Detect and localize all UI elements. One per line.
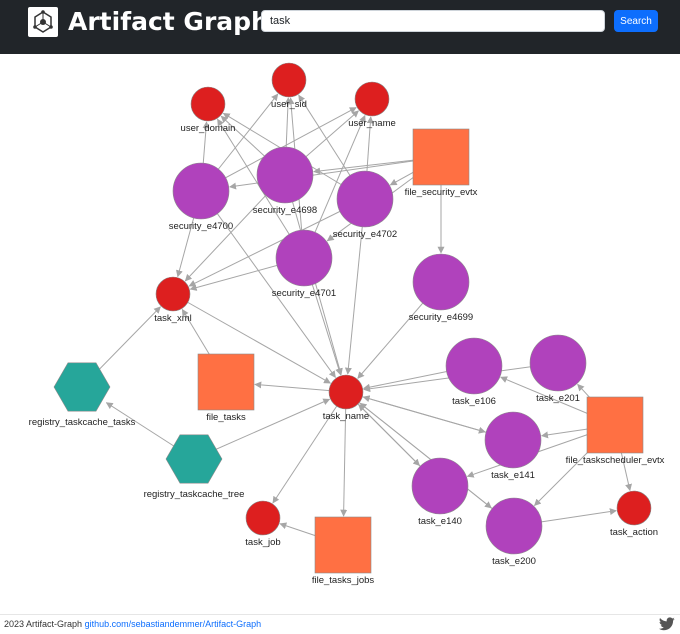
graph-node-label: security_e4699	[409, 312, 473, 323]
graph-node-task_e141[interactable]: task_e141	[484, 411, 542, 481]
graph-node-shape[interactable]	[155, 276, 191, 312]
search-input[interactable]	[261, 10, 605, 32]
graph-node-task_xml[interactable]: task_xml	[154, 276, 192, 324]
graph-node-file_taskscheduler_evtx[interactable]: file_taskscheduler_evtx	[566, 396, 665, 466]
graph-node-shape[interactable]	[529, 334, 587, 392]
graph-node-label: user_name	[348, 118, 396, 129]
graph-node-shape[interactable]	[172, 162, 230, 220]
graph-node-security_e4702[interactable]: security_e4702	[333, 170, 397, 240]
github-link[interactable]: github.com/sebastiandemmer/Artifact-Grap…	[84, 619, 262, 629]
graph-node-registry_taskcache_tree[interactable]: registry_taskcache_tree	[144, 434, 245, 500]
graph-node-shape[interactable]	[197, 353, 255, 411]
graph-node-shape[interactable]	[586, 396, 644, 454]
graph-node-shape[interactable]	[354, 81, 390, 117]
footer: 2023 Artifact-Graph github.com/sebastian…	[0, 614, 680, 634]
graph-node-shape[interactable]	[165, 434, 223, 484]
graph-node-shape[interactable]	[411, 457, 469, 515]
graph-node-label: task_name	[323, 411, 369, 422]
graph-node-shape[interactable]	[314, 516, 372, 574]
search-button[interactable]: Search	[614, 10, 658, 32]
graph-node-label: file_tasks_jobs	[312, 575, 375, 586]
graph-edge	[200, 190, 336, 378]
graph-node-security_e4700[interactable]: security_e4700	[169, 162, 233, 232]
graph-node-shape[interactable]	[328, 374, 364, 410]
graph-node-security_e4698[interactable]: security_e4698	[253, 146, 317, 216]
graph-node-task_e140[interactable]: task_e140	[411, 457, 469, 527]
graph-node-task_e201[interactable]: task_e201	[529, 334, 587, 404]
graph-edge	[344, 198, 366, 375]
graph-node-label: task_job	[245, 537, 280, 548]
graph-node-label: task_action	[610, 527, 658, 538]
graph-node-shape[interactable]	[271, 62, 307, 98]
graph-node-label: security_e4701	[272, 288, 336, 299]
graph-node-label: registry_taskcache_tree	[144, 489, 245, 500]
graph-edge	[172, 293, 331, 384]
graph-node-shape[interactable]	[190, 86, 226, 122]
graph-edge	[272, 391, 347, 504]
graph-node-file_security_evtx[interactable]: file_security_evtx	[405, 128, 478, 198]
graph-node-task_e106[interactable]: task_e106	[445, 337, 503, 407]
graph-node-label: file_taskscheduler_evtx	[566, 455, 665, 466]
graph-node-task_action[interactable]: task_action	[610, 490, 658, 538]
graph-node-task_name[interactable]: task_name	[323, 374, 369, 422]
graph-node-task_job[interactable]: task_job	[245, 500, 281, 548]
graph-node-shape[interactable]	[256, 146, 314, 204]
graph-node-label: user_domain	[181, 123, 236, 134]
graph-node-label: registry_taskcache_tasks	[29, 417, 136, 428]
graph-node-label: task_e201	[536, 393, 580, 404]
graph-edge	[340, 391, 348, 517]
graph-node-label: user_sid	[271, 99, 307, 110]
graph-node-shape[interactable]	[485, 497, 543, 555]
graph-node-shape[interactable]	[412, 128, 470, 186]
graph-node-user_name[interactable]: user_name	[348, 81, 396, 129]
graph-node-shape[interactable]	[336, 170, 394, 228]
graph-logo-icon[interactable]	[28, 7, 58, 37]
footer-copyright: 2023 Artifact-Graph	[4, 619, 83, 629]
graph-node-shape[interactable]	[484, 411, 542, 469]
graph-node-registry_taskcache_tasks[interactable]: registry_taskcache_tasks	[29, 362, 136, 428]
graph-node-shape[interactable]	[275, 229, 333, 287]
graph-node-user_sid[interactable]: user_sid	[271, 62, 307, 110]
graph-node-shape[interactable]	[616, 490, 652, 526]
graph-node-security_e4701[interactable]: security_e4701	[272, 229, 336, 299]
graph-node-label: task_xml	[154, 313, 191, 324]
graph-node-shape[interactable]	[412, 253, 470, 311]
navbar: Artifact Graph Search	[0, 0, 680, 54]
graph-node-label: security_e4702	[333, 229, 397, 240]
artifact-graph[interactable]: user_sid user_domain user_name file_securit…	[0, 54, 680, 614]
graph-node-file_tasks[interactable]: file_tasks	[197, 353, 255, 423]
graph-edge	[193, 398, 331, 460]
graph-node-label: task_e140	[418, 516, 462, 527]
twitter-icon[interactable]	[659, 617, 675, 631]
graph-node-label: task_e141	[491, 470, 535, 481]
graph-node-label: security_e4698	[253, 205, 317, 216]
graph-node-label: security_e4700	[169, 221, 233, 232]
graph-node-user_domain[interactable]: user_domain	[181, 86, 236, 134]
graph-node-task_e200[interactable]: task_e200	[485, 497, 543, 567]
graph-node-label: task_e200	[492, 556, 536, 567]
graph-node-shape[interactable]	[53, 362, 111, 412]
graph-edge	[188, 198, 366, 287]
footer-credit: 2023 Artifact-Graph github.com/sebastian…	[4, 619, 261, 629]
graph-node-label: task_e106	[452, 396, 496, 407]
graph-node-security_e4699[interactable]: security_e4699	[409, 253, 473, 323]
graph-node-shape[interactable]	[445, 337, 503, 395]
graph-node-label: file_tasks	[206, 412, 246, 423]
app-title[interactable]: Artifact Graph	[68, 7, 269, 36]
graph-node-shape[interactable]	[245, 500, 281, 536]
graph-node-label: file_security_evtx	[405, 187, 478, 198]
graph-node-file_tasks_jobs[interactable]: file_tasks_jobs	[312, 516, 375, 586]
